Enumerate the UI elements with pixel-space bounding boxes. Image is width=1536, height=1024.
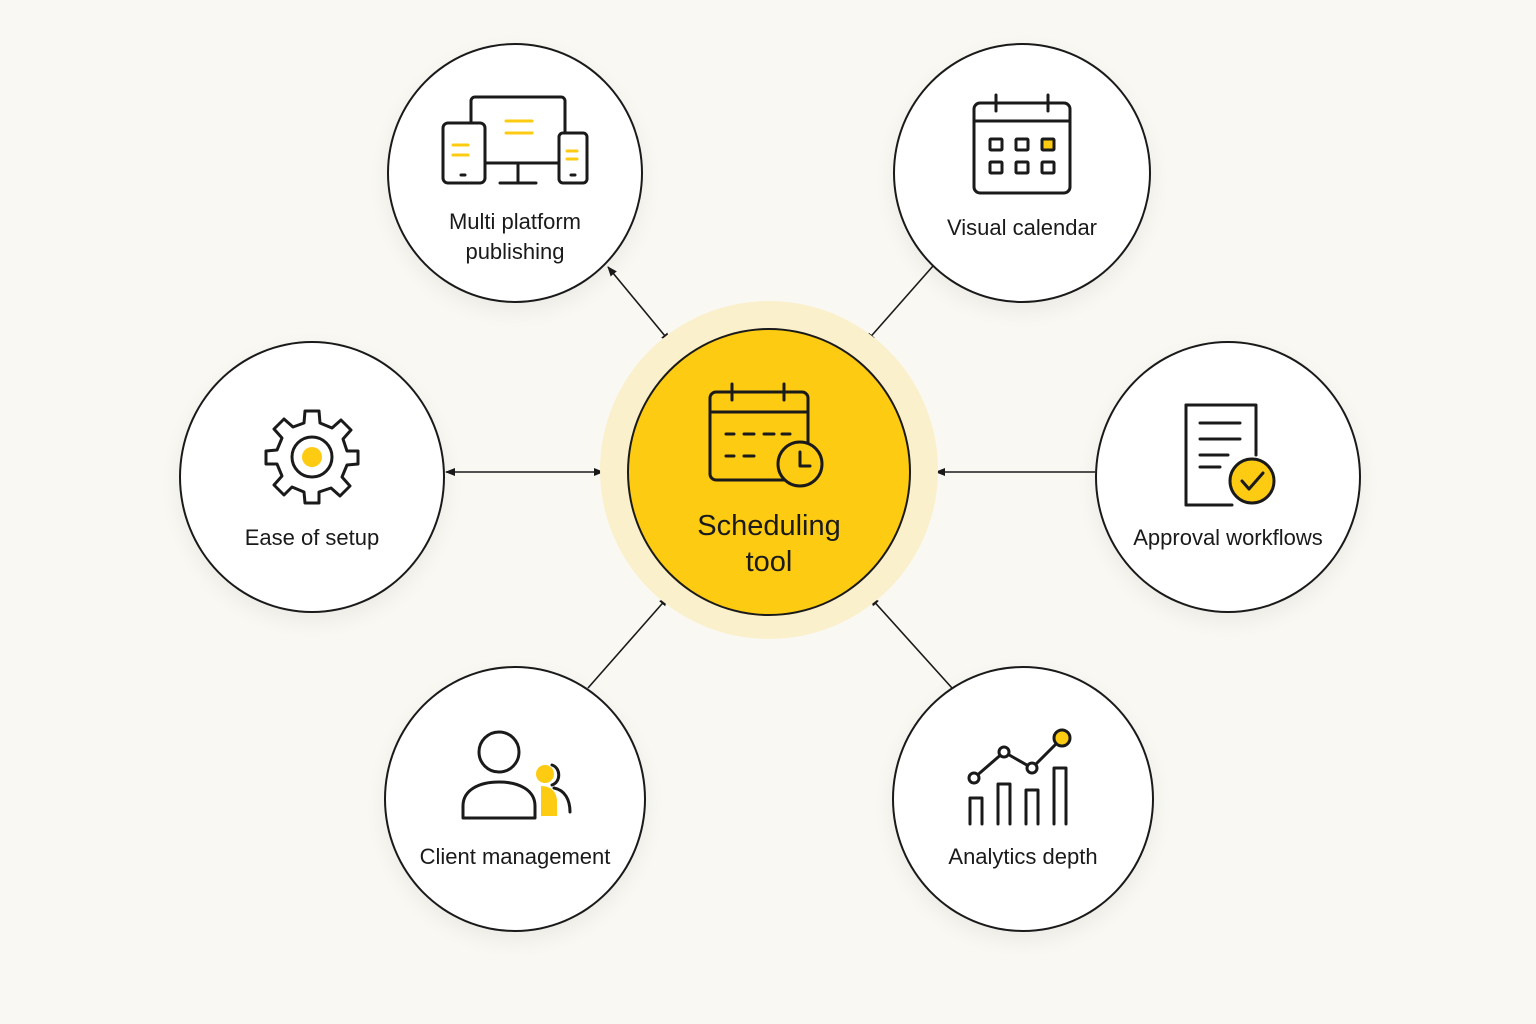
document-check-icon <box>1097 401 1359 509</box>
node-ease-of-setup[interactable]: Ease of setup <box>179 341 445 613</box>
node-visual-calendar[interactable]: Visual calendar <box>893 43 1151 303</box>
devices-icon <box>389 93 641 189</box>
users-icon <box>386 728 644 826</box>
node-label: Approval workflows <box>1133 525 1323 550</box>
gear-icon <box>181 407 443 507</box>
node-label: Analytics depth <box>948 844 1098 869</box>
edge-calendar <box>865 265 934 343</box>
edge-publishing <box>607 266 671 343</box>
node-label: Visual calendar <box>946 215 1098 240</box>
node-multi-platform-publishing[interactable]: Multi platform publishing <box>387 43 643 303</box>
node-label: Multi platform publishing <box>448 209 582 264</box>
edge-analytics <box>869 596 953 689</box>
center-label: Scheduling tool <box>697 510 841 578</box>
calendar-clock-icon <box>629 382 909 494</box>
center-node-scheduling-tool[interactable]: Scheduling tool <box>627 328 911 616</box>
node-approval-workflows[interactable]: Approval workflows <box>1095 341 1361 613</box>
node-label: Ease of setup <box>244 525 380 550</box>
node-label: Client management <box>419 844 611 869</box>
node-client-management[interactable]: Client management <box>384 666 646 932</box>
bar-line-chart-icon <box>894 726 1152 826</box>
node-analytics-depth[interactable]: Analytics depth <box>892 666 1154 932</box>
calendar-icon <box>895 93 1149 197</box>
edge-client <box>587 596 669 689</box>
